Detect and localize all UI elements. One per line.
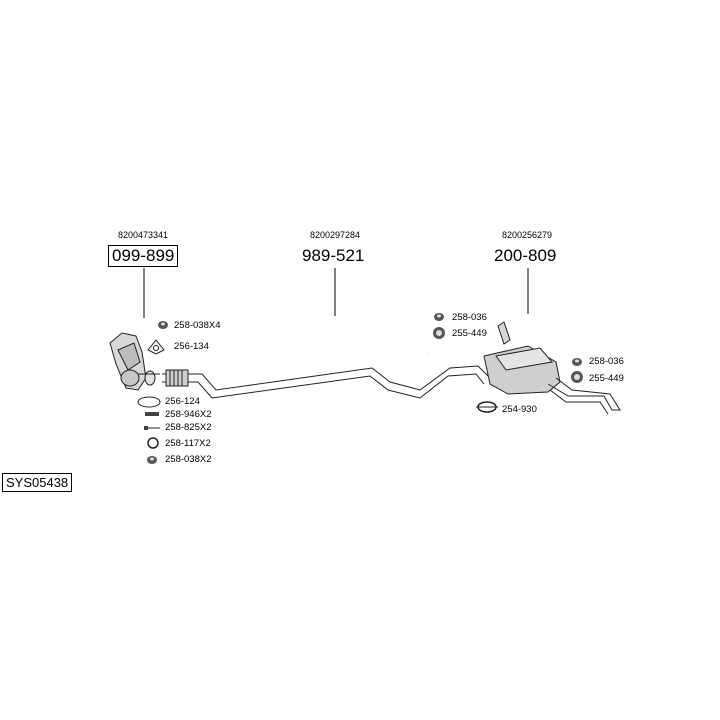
front-pipe-icon [162,365,489,399]
ring-icon [147,437,159,449]
catalytic-converter-icon [109,332,160,391]
accessory-label-left-3: 258-946X2 [165,409,212,420]
part-number-1[interactable]: 989-521 [302,246,365,265]
stud-bolt-icon [145,412,159,416]
pipe-clamp-icon [476,401,498,413]
accessory-label-left-4: 258-825X2 [165,422,212,433]
svg-text:·: · [427,351,428,356]
accessory-label-left-2: 256-124 [165,396,200,407]
accessory-label-left-0: 258-038X4 [174,320,221,331]
oem-number-0: 8200473341 [118,230,169,240]
hanger-ring-icon [571,371,583,383]
accessory-label-mid-1: 255-449 [452,328,487,339]
part-number-2[interactable]: 200-809 [494,246,557,265]
bolt-icon [144,426,160,430]
rubber-mount-icon [147,456,157,464]
system-code-label: SYS05438 [2,473,73,492]
hanger-ring-icon [433,327,445,339]
flange-gasket-icon [147,339,165,355]
oem-number-1: 8200297284 [310,230,361,240]
oem-number-2: 8200256279 [502,230,553,240]
rubber-mount-icon [434,313,444,321]
accessory-label-left-5: 258-117X2 [165,438,211,449]
rubber-mount-icon [158,321,168,329]
accessory-label-mid-0: 258-036 [452,312,487,323]
accessory-label-right-0: 258-036 [589,356,624,367]
rubber-mount-icon [572,358,582,366]
rear-muffler-icon [483,321,621,415]
accessory-label-right-1: 255-449 [589,373,624,384]
accessory-label-left-1: 256-134 [174,341,209,352]
accessory-label-right-2: 254-930 [502,404,537,415]
oval-gasket-icon [137,396,161,408]
part-number-0[interactable]: 099-899 [108,245,179,267]
accessory-label-left-6: 258-038X2 [165,454,212,465]
